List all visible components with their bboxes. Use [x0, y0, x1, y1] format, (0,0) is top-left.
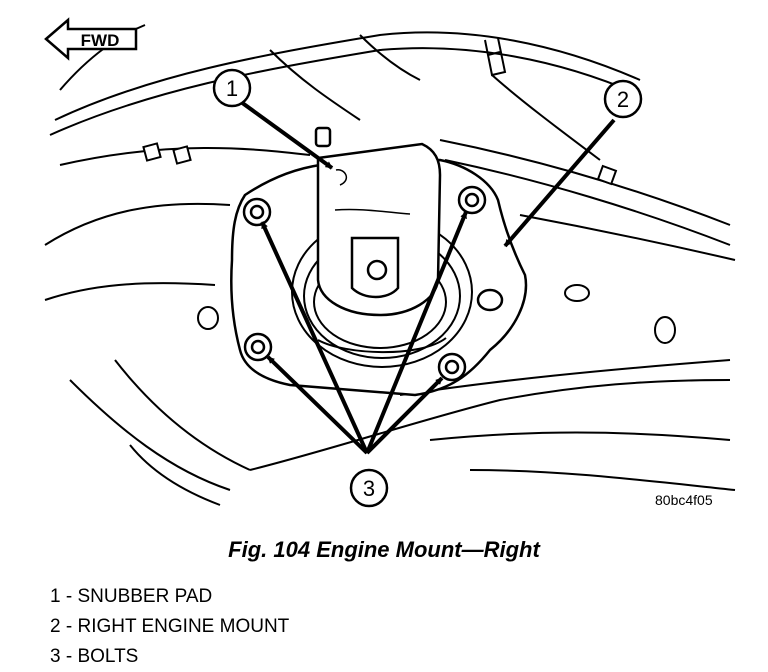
mount-bolts — [242, 185, 487, 382]
wire-clips — [142, 142, 618, 186]
legend-number: 3 — [50, 646, 61, 667]
callout-1-number: 1 — [226, 76, 238, 101]
arrow-3d — [365, 376, 444, 455]
legend-label: BOLTS — [77, 646, 139, 667]
engine-mount-illustration: FWD 1 2 3 — [44, 17, 736, 508]
legend-number: 1 — [50, 586, 61, 607]
figure-reference-code: 80bc4f05 — [655, 492, 713, 508]
callout-2-number: 2 — [617, 87, 629, 112]
hose — [484, 37, 601, 161]
legend-separator: - — [60, 586, 78, 607]
snubber-pad — [314, 126, 442, 317]
legend: 1 - SNUBBER PAD 2 - RIGHT ENGINE MOUNT 3… — [50, 582, 289, 672]
fwd-label: FWD — [81, 31, 120, 50]
callout-3-number: 3 — [363, 476, 375, 501]
legend-separator: - — [60, 646, 78, 667]
callout-2: 2 — [603, 79, 643, 119]
arrow-3b — [365, 211, 468, 454]
legend-item: 3 - BOLTS — [50, 642, 289, 672]
leader-arrows — [239, 100, 616, 455]
arrow-3a — [260, 221, 369, 454]
legend-label: SNUBBER PAD — [77, 586, 213, 607]
callout-1: 1 — [212, 68, 252, 108]
legend-item: 2 - RIGHT ENGINE MOUNT — [50, 612, 289, 642]
callout-3: 3 — [349, 468, 389, 508]
legend-label: RIGHT ENGINE MOUNT — [77, 616, 290, 637]
arrow-3c — [266, 355, 369, 455]
body-holes — [197, 284, 676, 344]
arrow-1 — [239, 100, 334, 170]
legend-separator: - — [60, 616, 78, 637]
forward-direction-arrow: FWD — [44, 17, 138, 61]
legend-item: 1 - SNUBBER PAD — [50, 582, 289, 612]
legend-number: 2 — [50, 616, 61, 637]
figure-caption: Fig. 104 Engine Mount—Right — [228, 537, 540, 562]
arrow-2 — [503, 118, 616, 248]
